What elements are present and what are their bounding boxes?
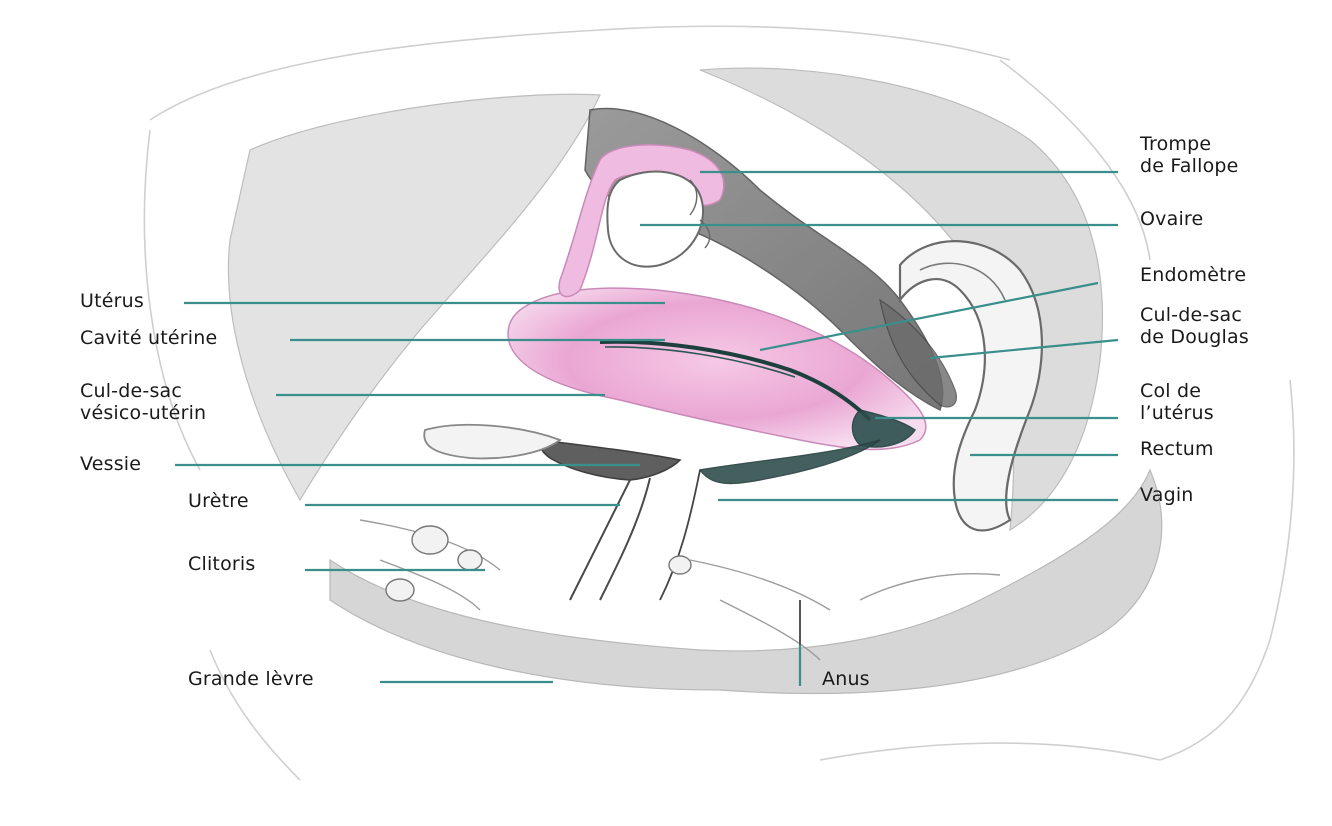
label-cul-de-sac-douglas: Cul-de-sac de Douglas bbox=[1140, 304, 1249, 348]
label-cul-de-sac-vesico-uterin: Cul-de-sac vésico-utérin bbox=[80, 380, 206, 424]
vessel-sections bbox=[386, 526, 691, 601]
pubic-bone bbox=[424, 425, 560, 459]
label-cavite-uterine: Cavité utérine bbox=[80, 327, 217, 349]
label-rectum: Rectum bbox=[1140, 438, 1214, 460]
label-grande-levre: Grande lèvre bbox=[188, 668, 314, 690]
ovary bbox=[607, 172, 703, 267]
vaginal-wall bbox=[700, 440, 880, 484]
label-vagin: Vagin bbox=[1140, 484, 1194, 506]
label-ovaire: Ovaire bbox=[1140, 208, 1203, 230]
label-trompe-de-fallope: Trompe de Fallope bbox=[1140, 133, 1239, 177]
label-endometre: Endomètre bbox=[1140, 264, 1246, 286]
urethra-vagina bbox=[570, 480, 630, 600]
label-anus: Anus bbox=[822, 668, 870, 690]
label-clitoris: Clitoris bbox=[188, 553, 256, 575]
label-uterus: Utérus bbox=[80, 290, 144, 312]
label-vessie: Vessie bbox=[80, 453, 141, 475]
label-col-uterus: Col de l’utérus bbox=[1140, 380, 1214, 424]
bladder bbox=[539, 440, 680, 480]
label-uretre: Urètre bbox=[188, 490, 249, 512]
